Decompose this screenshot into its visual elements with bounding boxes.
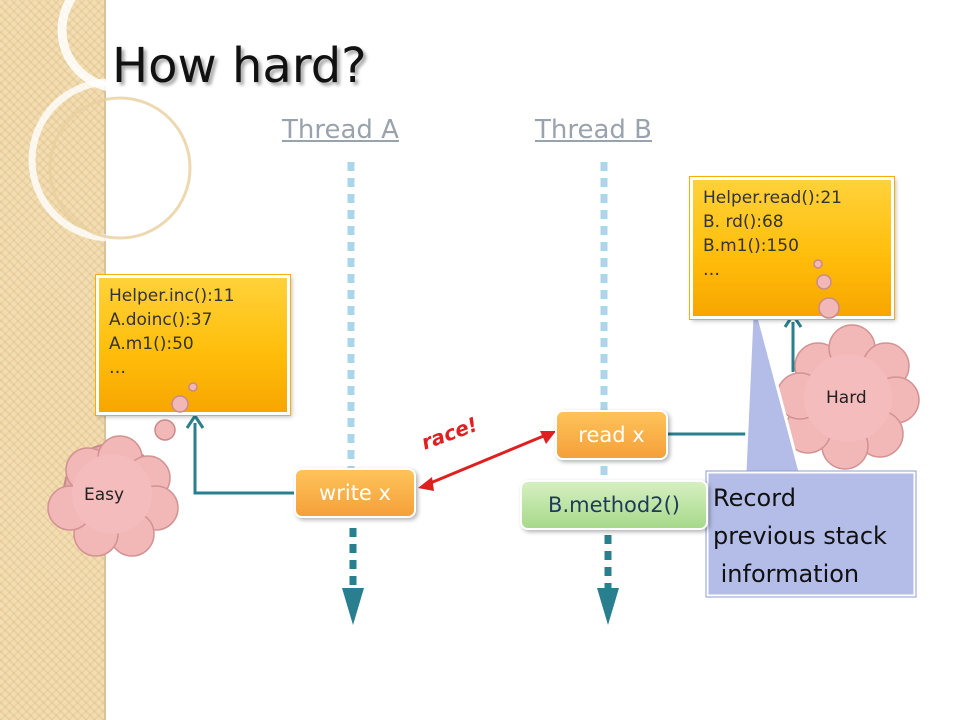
callout-box-border — [705, 470, 917, 598]
stack-a-line: A.m1():50 — [109, 334, 194, 354]
stack-a-line: A.doinc():37 — [109, 310, 213, 330]
stack-b-line: … — [703, 260, 720, 280]
write-x-event: write x — [294, 468, 416, 518]
thread-a-arrowhead — [342, 588, 364, 625]
stack-b-line: B.m1():150 — [703, 236, 799, 256]
stack-a-line: … — [109, 358, 126, 378]
stack-a-line: Helper.inc():11 — [109, 286, 235, 306]
thread-b-label: Thread B — [535, 115, 653, 145]
callout-text: Record previous stack information — [713, 479, 887, 593]
slide-title: How hard? — [112, 38, 367, 94]
stack-trace-b: Helper.read():21 B. rd():68 B.m1():150 … — [690, 177, 894, 319]
thread-b-arrowhead — [597, 588, 619, 625]
decorative-circles — [28, 0, 192, 242]
callout-line: previous stack — [713, 522, 887, 550]
write-to-stack-connector — [193, 423, 300, 495]
stack-b-line: Helper.read():21 — [703, 188, 842, 208]
method2-event: B.method2() — [520, 480, 708, 530]
write-connector-arrowhead — [185, 413, 205, 429]
stack-b-line: B. rd():68 — [703, 212, 784, 232]
easy-cloud — [47, 382, 198, 557]
race-arrowhead-right — [540, 431, 556, 444]
callout-line: Record — [713, 484, 796, 512]
easy-label: Easy — [84, 485, 125, 505]
race-line — [427, 433, 547, 486]
hard-label: Hard — [826, 388, 867, 408]
read-x-event: read x — [555, 410, 668, 460]
thread-a-label: Thread A — [282, 115, 399, 145]
race-arrowhead-left — [418, 477, 434, 491]
callout-line: information — [713, 560, 860, 588]
stack-trace-a: Helper.inc():11 A.doinc():37 A.m1():50 … — [96, 275, 290, 415]
decorative-side-strip — [0, 0, 104, 720]
callout-box — [705, 470, 917, 598]
